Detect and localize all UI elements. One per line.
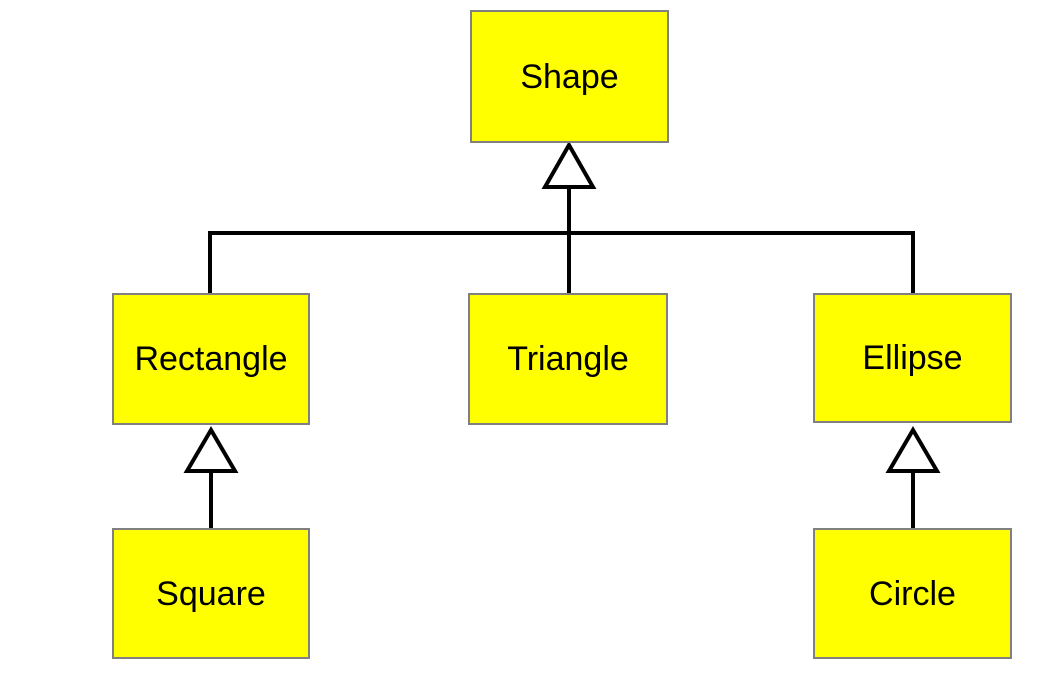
class-node-ellipse: Ellipse [813, 293, 1012, 423]
class-node-label: Shape [520, 57, 619, 96]
class-node-rectangle: Rectangle [112, 293, 310, 425]
class-node-label: Rectangle [134, 340, 288, 378]
class-node-label: Circle [869, 574, 956, 613]
class-node-square: Square [112, 528, 310, 659]
class-node-shape: Shape [470, 10, 669, 143]
class-node-label: Triangle [507, 340, 629, 378]
generalization-arrowhead-shape [541, 140, 597, 189]
class-node-label: Square [156, 574, 266, 613]
class-node-circle: Circle [813, 528, 1012, 659]
generalization-arrowhead-ellipse [885, 426, 941, 473]
edge-bus-rectangle-ellipse-to-shape [208, 231, 915, 293]
generalization-arrowhead-rectangle [183, 426, 239, 473]
class-node-label: Ellipse [862, 339, 963, 377]
class-node-triangle: Triangle [468, 293, 668, 425]
